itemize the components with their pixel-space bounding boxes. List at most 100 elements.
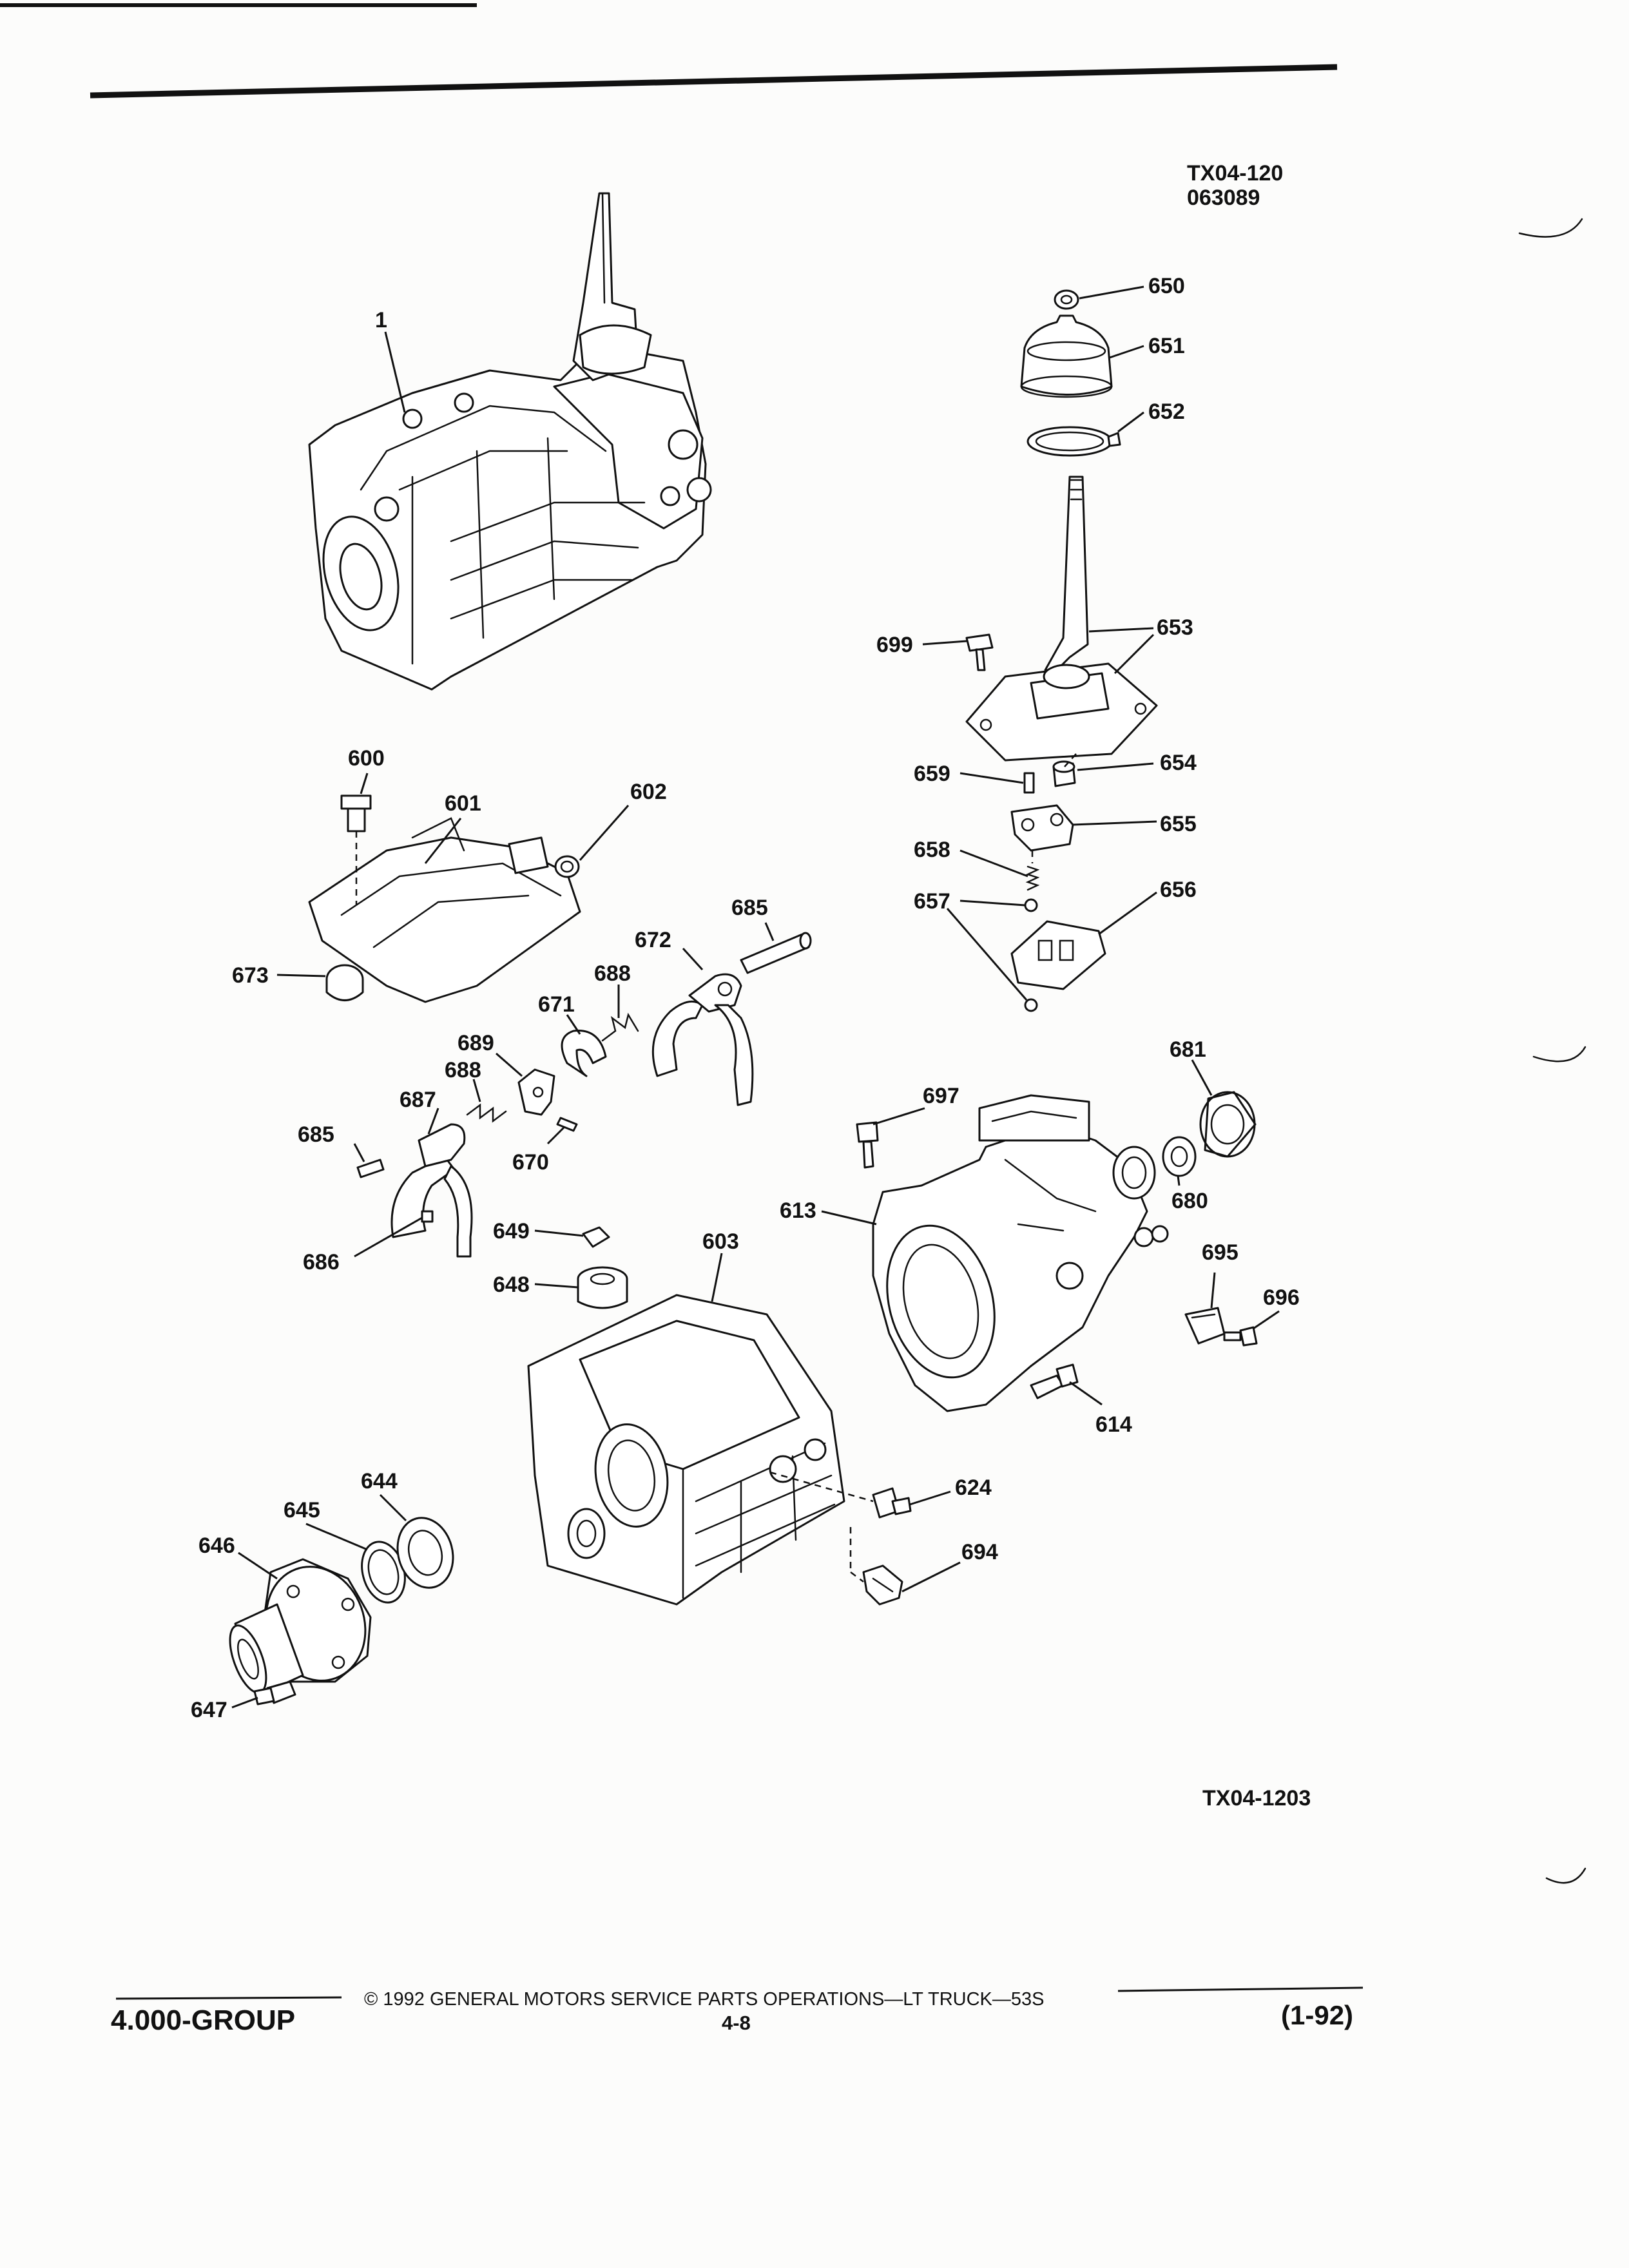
leader-line <box>472 1079 481 1102</box>
leader-line <box>566 1014 581 1035</box>
callout-688-lower: 688 <box>445 1058 481 1082</box>
leader-line <box>579 805 630 861</box>
plate-bolt <box>965 633 994 671</box>
callout-694: 694 <box>961 1540 998 1564</box>
callout-651: 651 <box>1148 334 1185 358</box>
leader-line <box>496 1052 523 1077</box>
retainer-bolt <box>253 1680 296 1706</box>
figure-date-code: 063089 <box>1187 186 1260 210</box>
callout-602: 602 <box>630 780 667 804</box>
assembly-dashed-line <box>1064 753 1077 767</box>
callout-647: 647 <box>191 1698 227 1722</box>
speedometer-sleeve <box>1184 1307 1226 1345</box>
callout-686: 686 <box>303 1250 340 1274</box>
callout-624: 624 <box>955 1475 992 1500</box>
vent-washer <box>554 855 580 878</box>
pin-small <box>356 1158 385 1178</box>
callout-672: 672 <box>635 928 671 952</box>
retainer-bolt <box>1223 1326 1258 1347</box>
leader-line <box>959 899 1026 907</box>
callout-681: 681 <box>1170 1037 1206 1062</box>
leader-line <box>1117 411 1144 433</box>
leader-line <box>546 1126 565 1145</box>
leader-line <box>276 974 326 977</box>
callout-689: 689 <box>458 1031 494 1055</box>
leader-line <box>764 922 775 941</box>
retainer-seal <box>396 1517 454 1589</box>
housing-bolt <box>1030 1363 1079 1399</box>
leader-line <box>353 1143 365 1162</box>
callout-654: 654 <box>1160 751 1197 775</box>
assembly-dashed-line <box>850 1571 864 1582</box>
shifter-bushing <box>582 1226 610 1248</box>
header-rule <box>90 64 1338 99</box>
lever-nut <box>1054 289 1079 310</box>
reverse-switch-plug <box>872 1487 912 1519</box>
interlock-spring <box>601 1012 639 1042</box>
transmission-case <box>527 1294 845 1606</box>
callout-659: 659 <box>914 762 950 786</box>
shift-boot <box>1020 314 1113 398</box>
leader-line <box>354 1216 423 1258</box>
leader-line <box>901 1561 961 1593</box>
rear-seal <box>1199 1091 1257 1158</box>
leader-line <box>1109 345 1144 359</box>
leader-line <box>872 1107 925 1126</box>
callout-695: 695 <box>1202 1240 1239 1265</box>
shift-rail <box>740 932 812 974</box>
callout-649: 649 <box>493 1219 530 1244</box>
leader-line <box>424 818 462 864</box>
callout-688-upper: 688 <box>594 961 631 986</box>
callout-685-pin: 685 <box>298 1122 334 1147</box>
binding-mark <box>1518 218 1583 238</box>
callout-670: 670 <box>512 1150 549 1175</box>
roll-pin <box>556 1117 578 1132</box>
leader-line <box>534 1283 579 1289</box>
leader-line <box>360 773 369 794</box>
callout-652: 652 <box>1148 399 1185 424</box>
callout-685-rail: 685 <box>731 896 768 920</box>
leader-line <box>1191 1059 1213 1096</box>
shift-lug <box>517 1068 555 1116</box>
shift-fork-lower <box>390 1123 473 1258</box>
detent-spring <box>1025 865 1040 891</box>
shifter-plug <box>577 1266 628 1309</box>
callout-687: 687 <box>400 1088 436 1112</box>
leader-line <box>1072 820 1157 826</box>
callout-653: 653 <box>1157 615 1193 640</box>
lever-bushing <box>1052 760 1076 787</box>
leader-line <box>922 640 967 646</box>
front-bearing-retainer <box>229 1558 372 1696</box>
leader-line <box>238 1552 278 1580</box>
callout-648: 648 <box>493 1273 530 1297</box>
bushing <box>1162 1136 1197 1177</box>
leader-line <box>1113 633 1155 675</box>
leader-line <box>959 772 1024 784</box>
callout-646: 646 <box>198 1533 235 1558</box>
detent-pin <box>1023 772 1035 794</box>
leader-line <box>1079 285 1144 300</box>
callout-601: 601 <box>445 791 481 816</box>
leader-line <box>1210 1272 1216 1309</box>
callout-603: 603 <box>702 1229 739 1254</box>
leader-line <box>821 1210 877 1225</box>
leader-line <box>384 331 406 413</box>
shift-lever <box>1044 476 1089 671</box>
leader-line <box>959 849 1028 878</box>
footer-rule-left <box>115 1996 342 2000</box>
callout-699: 699 <box>876 633 913 657</box>
leader-line <box>534 1229 584 1237</box>
callout-614: 614 <box>1095 1412 1132 1437</box>
cover-plug <box>325 964 364 1001</box>
shift-cover <box>308 794 581 1003</box>
leader-line <box>682 947 704 971</box>
leader-line <box>1177 1175 1181 1186</box>
shift-fork-upper <box>651 973 754 1106</box>
leader-line <box>427 1108 439 1135</box>
fork-clip <box>561 1030 607 1077</box>
callout-697: 697 <box>923 1084 959 1108</box>
interlock-spring-lower <box>466 1103 507 1123</box>
detent-ball <box>1024 898 1038 1012</box>
callout-644: 644 <box>361 1469 398 1494</box>
